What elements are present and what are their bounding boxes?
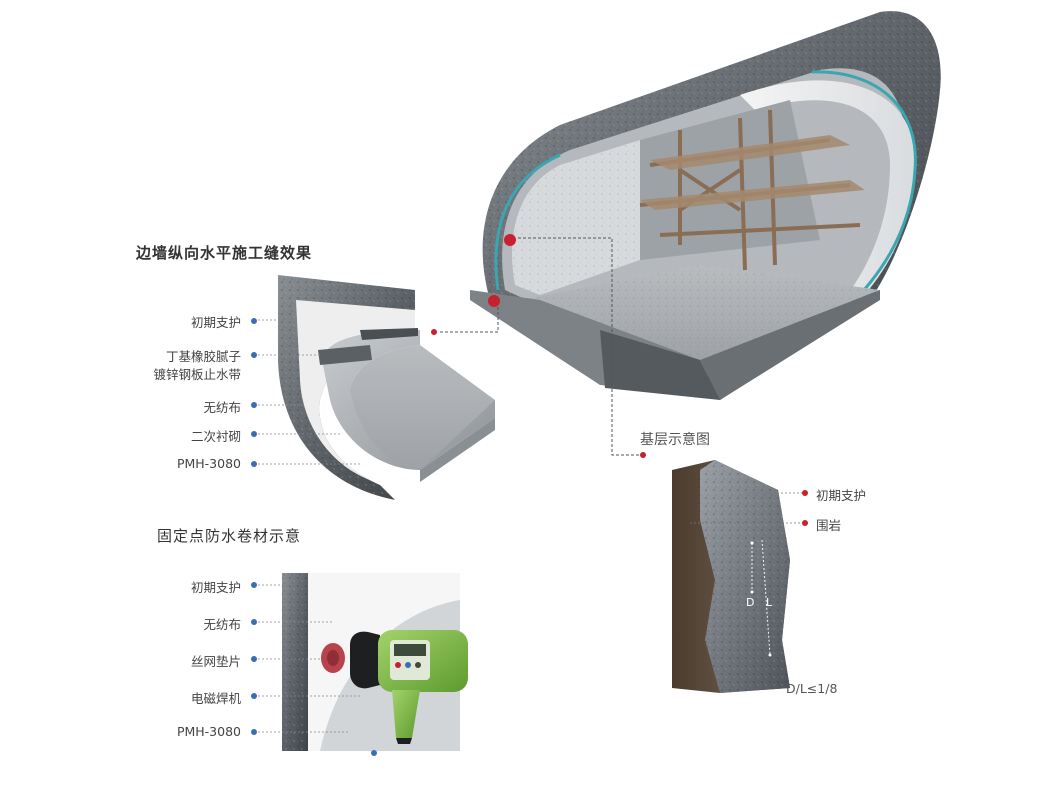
fix-label-primary-support: 初期支护 (190, 580, 241, 595)
wall-label-pmh-3080: PMH-3080 (176, 456, 241, 471)
wall-dot-primary-support (251, 318, 257, 324)
wall-label-nonwoven: 无纺布 (203, 400, 241, 415)
wall-leader-lines (258, 319, 360, 465)
rock-block-illustration (672, 460, 790, 693)
wall-dot-butyl-putty (251, 352, 257, 358)
dimension-d-label: D (746, 596, 755, 609)
wall-label-butyl-putty: 丁基橡胶腻子 (165, 349, 241, 364)
rock-dot-primary-support (802, 490, 808, 496)
fix-label-mesh-washer: 丝网垫片 (190, 654, 241, 669)
wall-label-primary-support: 初期支护 (190, 315, 241, 330)
fix-dot-primary-support (251, 582, 257, 588)
rock-leader-lines (690, 492, 802, 524)
section2-title: 固定点防水卷材示意 (157, 527, 302, 545)
section3-title-dot (640, 452, 646, 458)
section1-title: 边墙纵向水平施工缝效果 (136, 244, 313, 262)
ratio-label: D/L≤1/8 (786, 681, 838, 696)
section3-title: 基层示意图 (640, 432, 710, 448)
welder-illustration (282, 573, 468, 751)
wall-label-secondary-lining: 二次衬砌 (190, 429, 241, 444)
rock-label-primary-support: 初期支护 (816, 488, 867, 503)
welder-leader-lines (258, 584, 360, 733)
wall-callout-dot (431, 329, 437, 335)
tunnel-marker-upper (504, 234, 516, 246)
fix-label-nonwoven: 无纺布 (203, 617, 241, 632)
tunnel-illustration (470, 11, 941, 401)
fix-label-electromagnetic-welder: 电磁焊机 (190, 691, 241, 706)
wall-label-steel-waterstop: 镀锌钢板止水带 (153, 367, 241, 382)
wall-joint-illustration (278, 275, 495, 500)
wall-dot-secondary-lining (251, 431, 257, 437)
fix-dot-pmh-3080 (251, 729, 257, 735)
fix-dot-mesh-washer (251, 656, 257, 662)
fix-dot-nonwoven (251, 619, 257, 625)
welder-bottom-dot (371, 750, 377, 756)
rock-dot-surrounding-rock (802, 520, 808, 526)
tunnel-marker-lower (488, 295, 500, 307)
dimension-l-label: L (766, 596, 773, 609)
fix-label-pmh-3080: PMH-3080 (176, 724, 241, 739)
wall-dot-nonwoven (251, 402, 257, 408)
fix-dot-electromagnetic-welder (251, 693, 257, 699)
wall-dot-pmh-3080 (251, 461, 257, 467)
rock-label-surrounding-rock: 围岩 (816, 518, 842, 533)
tunnel-leader-lines (440, 237, 640, 456)
